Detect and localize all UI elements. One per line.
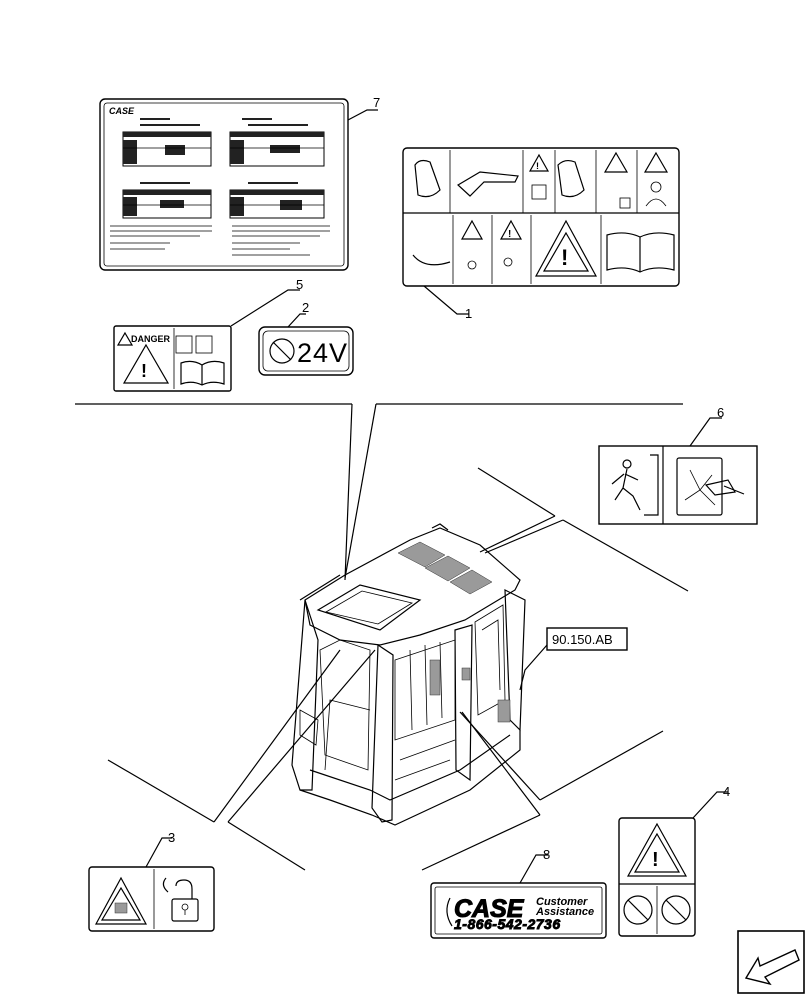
leader-5 (230, 289, 300, 327)
square-icon (619, 197, 631, 209)
decal-1-safety-pictograms: ! ! ! (402, 147, 680, 287)
prohibited-icon-a (623, 895, 653, 925)
crush-warning-icon (603, 151, 629, 173)
swing-icon (412, 254, 451, 266)
warning-triangle-icon (534, 219, 598, 277)
load-chart-tables (122, 118, 325, 219)
svg-text:!: ! (141, 361, 147, 381)
phone-number: 1-866-542-2736 (454, 916, 561, 932)
svg-text:!: ! (508, 229, 511, 240)
customer-line-1: Customer (536, 896, 588, 908)
warning-triangle-icon-4 (626, 822, 688, 877)
callout-8: 8 (543, 847, 550, 862)
glass-break-hammer-icon (676, 457, 745, 516)
load-chart-text-lines (110, 225, 330, 256)
callout-2: 2 (302, 300, 309, 315)
boom-icon (456, 171, 519, 197)
phone-icon (446, 897, 453, 927)
warning-triangle-icon-small (528, 153, 550, 172)
bucket-icon-2 (557, 159, 585, 198)
decal-7-load-chart: CASE (99, 98, 349, 271)
svg-text:!: ! (561, 245, 568, 270)
reference-label[interactable]: 90.150.AB (552, 632, 613, 647)
seatbelt-icon (645, 198, 667, 207)
callout-4: 4 (723, 784, 730, 799)
bucket-icon (414, 159, 441, 198)
warning-triangle-icon-danger (122, 343, 170, 384)
emergency-exit-icon (611, 454, 659, 516)
crush-warning-icon-2 (643, 151, 669, 173)
lock-icon (162, 877, 199, 922)
leader-4 (692, 791, 728, 819)
danger-word: DANGER (131, 334, 171, 344)
leader-2 (287, 313, 306, 328)
callout-3: 3 (168, 830, 175, 845)
svg-text:!: ! (652, 849, 659, 871)
case-brand: CASE (454, 895, 525, 923)
open-book-icon (606, 232, 675, 273)
callout-5: 5 (296, 277, 303, 292)
open-book-icon-danger (180, 360, 225, 386)
voltage-label: 24V (297, 338, 348, 368)
leader-8 (519, 854, 548, 884)
callout-1: 1 (465, 306, 472, 321)
decal-2-24v: 24V (258, 326, 354, 376)
decal-3-lock (88, 866, 215, 932)
operator-icon (650, 181, 662, 193)
direction-arrow-icon[interactable] (737, 930, 805, 994)
callout-7: 7 (373, 95, 380, 110)
leader-7 (347, 109, 378, 121)
reference-tag[interactable]: 90.150.AB (546, 627, 628, 651)
load-chart-brand: CASE (109, 106, 135, 116)
operator-cab (291, 523, 526, 826)
decal-4-warning: ! (618, 817, 696, 937)
customer-line-2: Assistance (535, 906, 594, 918)
door-icon (531, 184, 547, 200)
prohibited-icon-b (661, 895, 691, 925)
crush-hazard-icon (94, 876, 148, 925)
warning-triangle-icon-b (499, 219, 523, 240)
decal-5-danger: DANGER ! (113, 325, 232, 392)
warning-triangle-icon-a (460, 219, 484, 240)
leader-6 (689, 417, 722, 447)
decal-8-customer-assistance: CASE Customer Assistance 1-866-542-2736 (430, 882, 607, 939)
decal-6-emergency-exit (598, 445, 758, 525)
pointer-lines (75, 403, 689, 871)
callout-6: 6 (717, 405, 724, 420)
leader-1 (423, 285, 469, 315)
leader-3 (145, 837, 172, 868)
svg-text:!: ! (536, 161, 539, 171)
reference-leader (519, 644, 548, 691)
no-welding-icon (269, 338, 295, 364)
